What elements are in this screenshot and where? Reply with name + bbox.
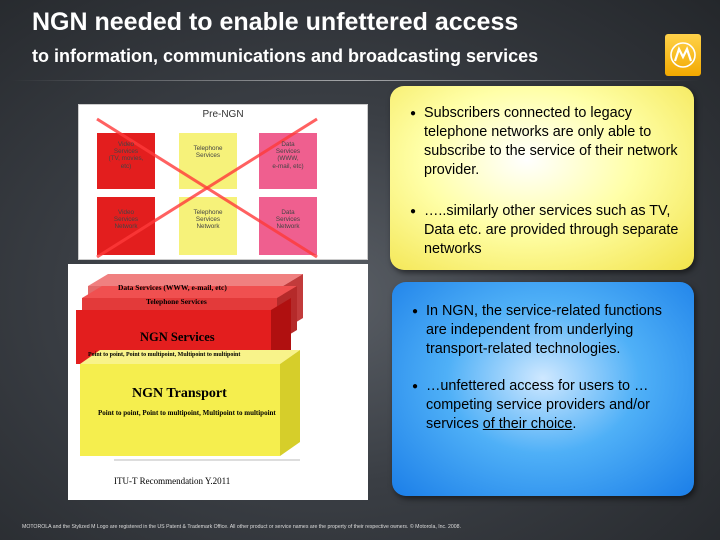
bullet-item: ● …unfettered access for users to … comp…: [400, 377, 684, 434]
ngn-transport-layer: [80, 364, 280, 456]
ngn-transport-sub-label: Point to point, Point to multipoint, Mul…: [98, 409, 276, 417]
pre-ngn-blocks: [96, 117, 318, 259]
telephone-services-block: [179, 133, 237, 189]
ngn-services-label: NGN Services: [140, 330, 215, 344]
slide-title: NGN needed to enable unfettered access: [32, 8, 519, 36]
ngn-diagram: Data Services (WWW, e-mail, etc) Telepho…: [68, 264, 368, 500]
copyright-footer: MOTOROLA and the Stylized M Logo are reg…: [22, 524, 462, 530]
bullet-item: ● In NGN, the service-related functions …: [400, 302, 684, 359]
telephone-services-layer: [82, 286, 297, 298]
bullet-text: In NGN, the service-related functions ar…: [426, 303, 662, 357]
data-services-label: Data Services (WWW, e-mail, etc): [118, 283, 227, 292]
bullet-text: …..similarly other services such as TV, …: [424, 203, 679, 257]
bullet-text: …unfettered access for users to … compet…: [426, 378, 650, 432]
bullet-marker: ●: [411, 381, 419, 392]
legacy-networks-box: ● Subscribers connected to legacy teleph…: [390, 86, 694, 270]
video-services-block: [97, 133, 155, 189]
ngn-stack: [76, 274, 303, 461]
ngn-services-sub-label: Point to point, Point to multipoint, Mul…: [88, 352, 241, 358]
bullet-marker: ●: [409, 206, 417, 217]
bullet-item: ● …..similarly other services such as TV…: [398, 202, 684, 259]
telephone-services-label: Telephone Services: [146, 297, 207, 306]
pre-ngn-title: Pre-NGN: [202, 109, 244, 120]
ngn-benefits-box: ● In NGN, the service-related functions …: [392, 282, 694, 496]
itu-recommendation-label: ITU-T Recommendation Y.2011: [114, 476, 231, 486]
cross-line-2: [96, 117, 318, 259]
title-divider: [10, 80, 700, 81]
data-services-block: [259, 133, 317, 189]
slide-subtitle: to information, communications and broad…: [32, 46, 539, 66]
ngn-transport-label: NGN Transport: [132, 386, 227, 401]
motorola-logo-icon: [665, 34, 701, 76]
bullet-text: Subscribers connected to legacy telephon…: [424, 105, 678, 178]
bullet-item: ● Subscribers connected to legacy teleph…: [398, 104, 684, 180]
underlined-text: of their choice: [482, 416, 573, 432]
bullet-marker: ●: [409, 108, 417, 119]
bullet-marker: ●: [411, 306, 419, 317]
data-services-layer: [88, 274, 303, 286]
telephone-network-block: [179, 197, 237, 255]
